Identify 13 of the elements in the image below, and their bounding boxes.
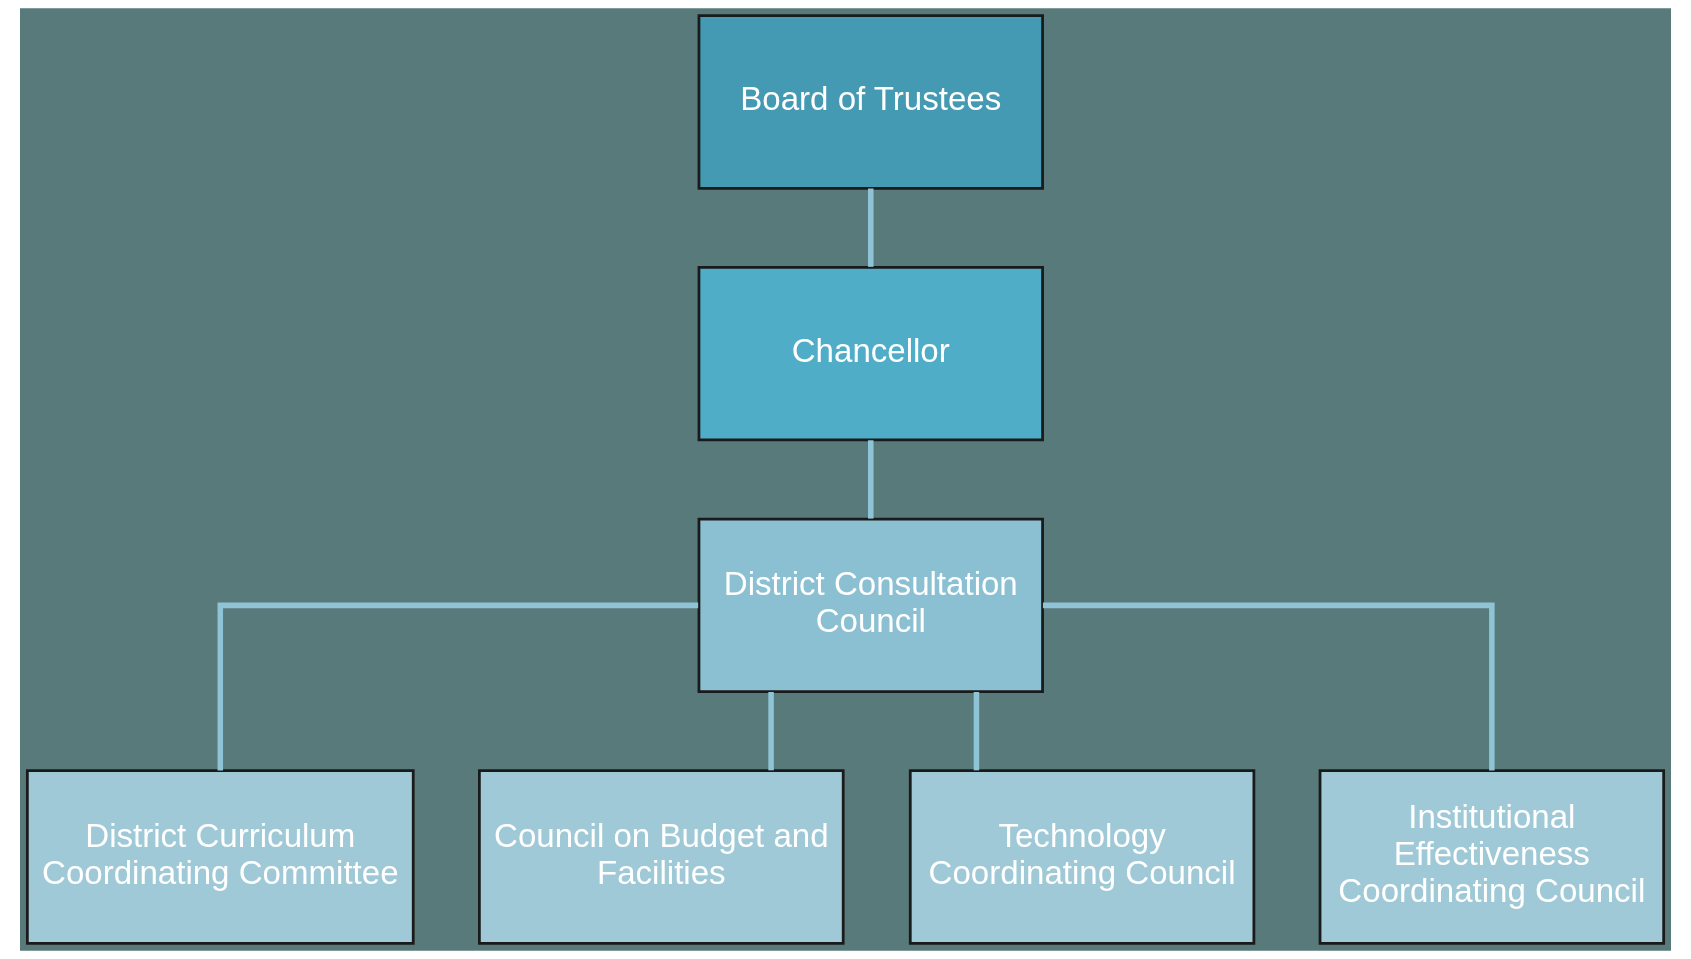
node-box: Institutional Effectiveness Coordinating Council [1318,769,1666,945]
node-box: Chancellor [697,265,1044,442]
connector [973,692,980,771]
node-box: Council on Budget and Facilities [478,769,845,945]
node-box: District Curriculum Coordinating Committee [25,769,415,945]
connector [868,440,874,519]
node-box: Board of Trustees [697,14,1044,190]
connector [1042,602,1495,771]
connector [217,602,699,771]
connector [768,692,774,771]
connector [868,188,874,267]
node-box: District Consultation Council [697,517,1044,694]
node-box: Technology Coordinating Council [908,769,1256,945]
